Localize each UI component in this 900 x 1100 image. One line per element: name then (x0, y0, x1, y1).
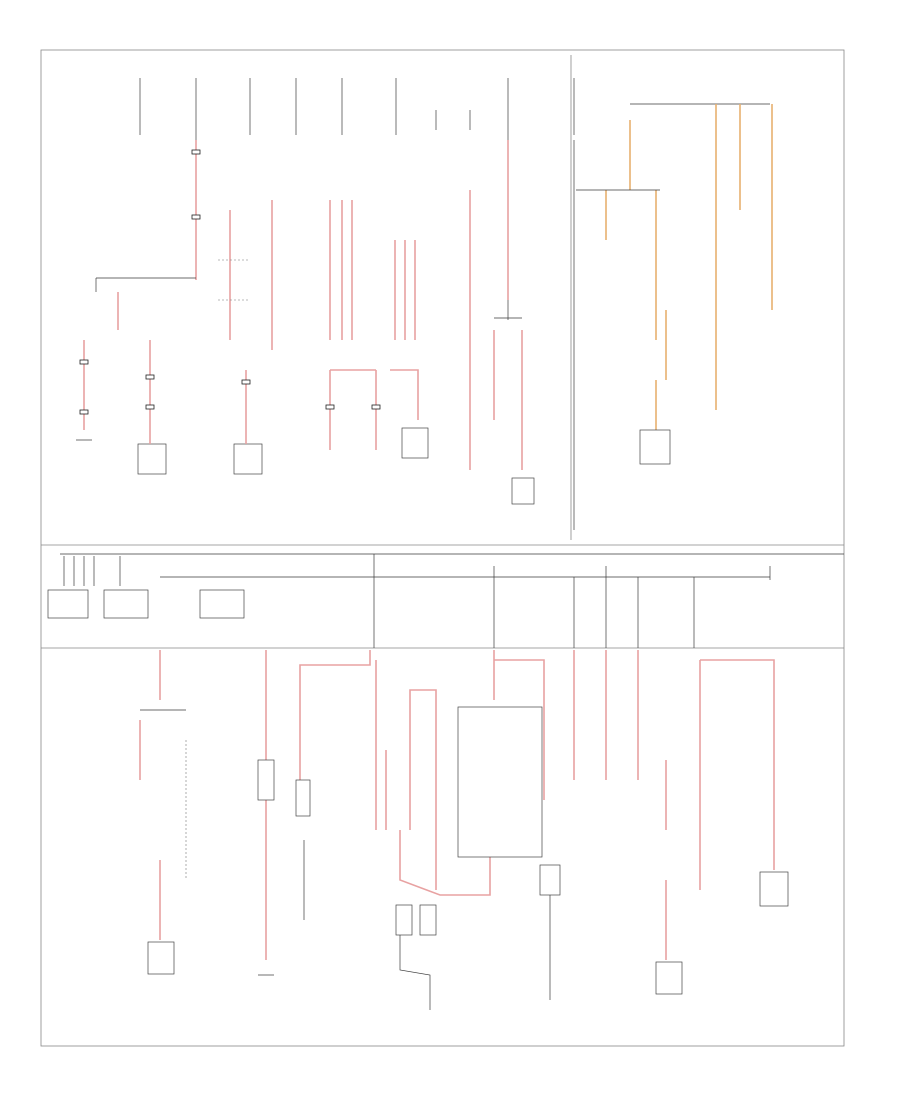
circuit-lower-left (139, 650, 187, 975)
circuit-lower-2 (257, 650, 275, 976)
module-box-3 (199, 589, 245, 619)
module-box-1 (47, 589, 89, 619)
fuse-header-row (139, 78, 575, 320)
circuit-left-1 (76, 340, 92, 441)
circuit-center-2 (390, 240, 429, 459)
circuit-lower-4 (395, 650, 545, 1010)
circuit-center-3 (469, 140, 535, 505)
circuit-center-1 (325, 200, 381, 450)
relay-box (457, 706, 543, 858)
circuit-left-2 (95, 140, 201, 475)
middle-section (47, 554, 771, 648)
circuit-right-upper (573, 103, 773, 530)
lower-section (139, 650, 789, 1010)
circuit-left-3 (218, 200, 273, 475)
circuit-lower-3 (295, 650, 387, 920)
upper-section (76, 78, 773, 530)
module-box-2 (103, 589, 149, 619)
circuit-lower-right (655, 659, 789, 995)
diagram-border (40, 49, 845, 1047)
circuit-lower-5 (539, 650, 639, 1000)
